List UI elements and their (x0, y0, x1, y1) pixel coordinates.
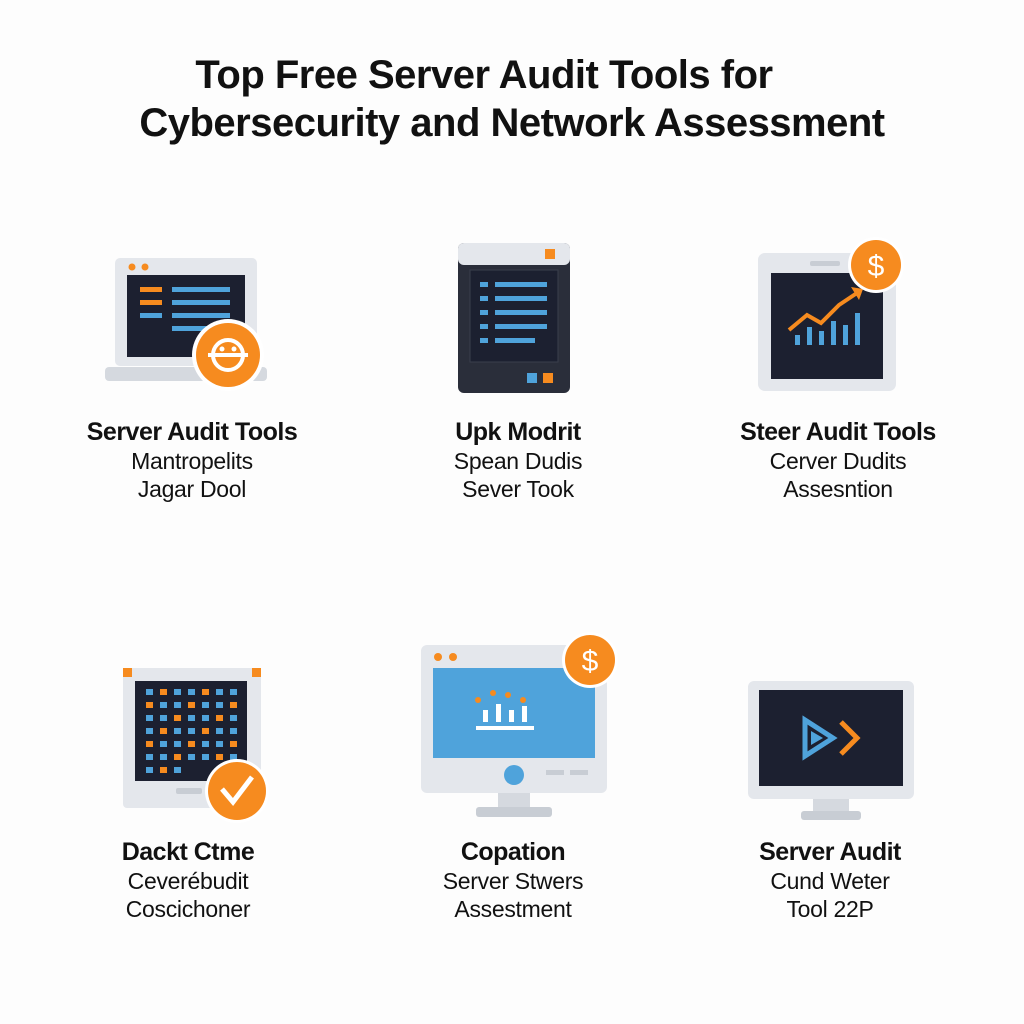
grid-cell-icon (174, 754, 181, 760)
grid-cell-icon (160, 689, 167, 695)
grid-cell-icon (160, 715, 167, 721)
grid-cell-icon (216, 689, 223, 695)
tool-desc-line2: Tool 22P (786, 896, 874, 922)
grid-cell-icon (216, 741, 223, 747)
tool-name: Steer Audit Tools (740, 418, 936, 446)
grid-cell-icon (146, 689, 153, 695)
tool-name: Dackt Ctme (121, 838, 255, 866)
tool-card-5: Copation Server Stwers Assestment (363, 838, 663, 923)
grid-cell-icon (216, 702, 223, 708)
grid-cell-icon (202, 689, 209, 695)
grid-cell-icon (160, 702, 167, 708)
tool-desc-line1: Mantropelits (131, 448, 253, 474)
grid-cell-icon (202, 754, 209, 760)
grid-cell-icon (160, 741, 167, 747)
grid-panel-check-icon (123, 668, 269, 823)
grid-cell-icon (188, 689, 195, 695)
grid-cell-icon (230, 754, 237, 760)
grid-cell-icon (174, 715, 181, 721)
grid-cell-icon (174, 728, 181, 734)
grid-cell-icon (188, 754, 195, 760)
tool-card-6: Server Audit Cund Weter Tool 22P (680, 838, 980, 923)
tool-name: Upk Modrit (455, 418, 581, 446)
grid-cell-icon (146, 741, 153, 747)
grid-cell-icon (174, 741, 181, 747)
server-tower-icon (458, 243, 570, 393)
tool-name: Server Audit Tools (86, 418, 298, 446)
grid-cell-icon (230, 728, 237, 734)
grid-cell-icon (146, 728, 153, 734)
grid-cell-icon (146, 715, 153, 721)
laptop-settings-icon (105, 258, 267, 391)
page-title-line2: Cybersecurity and Network Assessment (139, 101, 885, 145)
grid-cell-icon (230, 689, 237, 695)
grid-cell-icon (202, 715, 209, 721)
grid-cell-icon (216, 715, 223, 721)
grid-cell-icon (174, 689, 181, 695)
grid-cell-icon (230, 741, 237, 747)
tool-desc-line1: Spean Dudis (453, 448, 583, 474)
grid-cell-icon (146, 702, 153, 708)
page-title-line1: Top Free Server Audit Tools for (195, 53, 773, 97)
grid-cell-icon (230, 702, 237, 708)
grid-cell-icon (216, 754, 223, 760)
grid-cell-icon (188, 702, 195, 708)
grid-cell-icon (146, 767, 153, 773)
tool-desc-line1: Cund Weter (770, 868, 890, 894)
tool-card-2: Upk Modrit Spean Dudis Sever Took (368, 418, 668, 503)
tool-desc-line2: Coscichoner (125, 896, 251, 922)
tool-desc-line2: Assesntion (783, 476, 893, 502)
grid-cell-icon (230, 715, 237, 721)
monitor-play-icon (748, 681, 914, 820)
grid-cell-icon (202, 702, 209, 708)
tool-desc-line2: Jagar Dool (137, 476, 247, 502)
grid-cell-icon (188, 715, 195, 721)
tool-card-4: Dackt Ctme Ceverébudit Coscichoner (38, 838, 338, 923)
grid-cell-icon (160, 754, 167, 760)
grid-cell-icon (160, 767, 167, 773)
tool-card-3: Steer Audit Tools Cerver Dudits Assesnti… (688, 418, 988, 503)
grid-cell-icon (202, 741, 209, 747)
grid-cell-icon (146, 754, 153, 760)
tool-name: Copation (460, 838, 566, 866)
grid-cell-icon (188, 741, 195, 747)
grid-cell-icon (216, 728, 223, 734)
tool-desc-line1: Ceverébudit (127, 868, 249, 894)
tool-card-1: Server Audit Tools Mantropelits Jagar Do… (42, 418, 342, 503)
tool-name: Server Audit (759, 838, 901, 866)
tool-desc-line2: Assestment (454, 896, 572, 922)
tool-desc-line1: Cerver Dudits (769, 448, 907, 474)
grid-cell-icon (160, 728, 167, 734)
tool-desc-line1: Server Stwers (442, 868, 584, 894)
monitor-dollar-icon: $ (421, 632, 618, 817)
tablet-chart-dollar-icon: $ (758, 237, 904, 391)
dollar-badge: $ (868, 250, 885, 283)
grid-cell-icon (174, 702, 181, 708)
dollar-badge: $ (582, 645, 599, 678)
grid-cell-icon (174, 767, 181, 773)
grid-cell-icon (202, 728, 209, 734)
grid-cell-icon (188, 728, 195, 734)
tool-desc-line2: Sever Took (462, 476, 574, 502)
